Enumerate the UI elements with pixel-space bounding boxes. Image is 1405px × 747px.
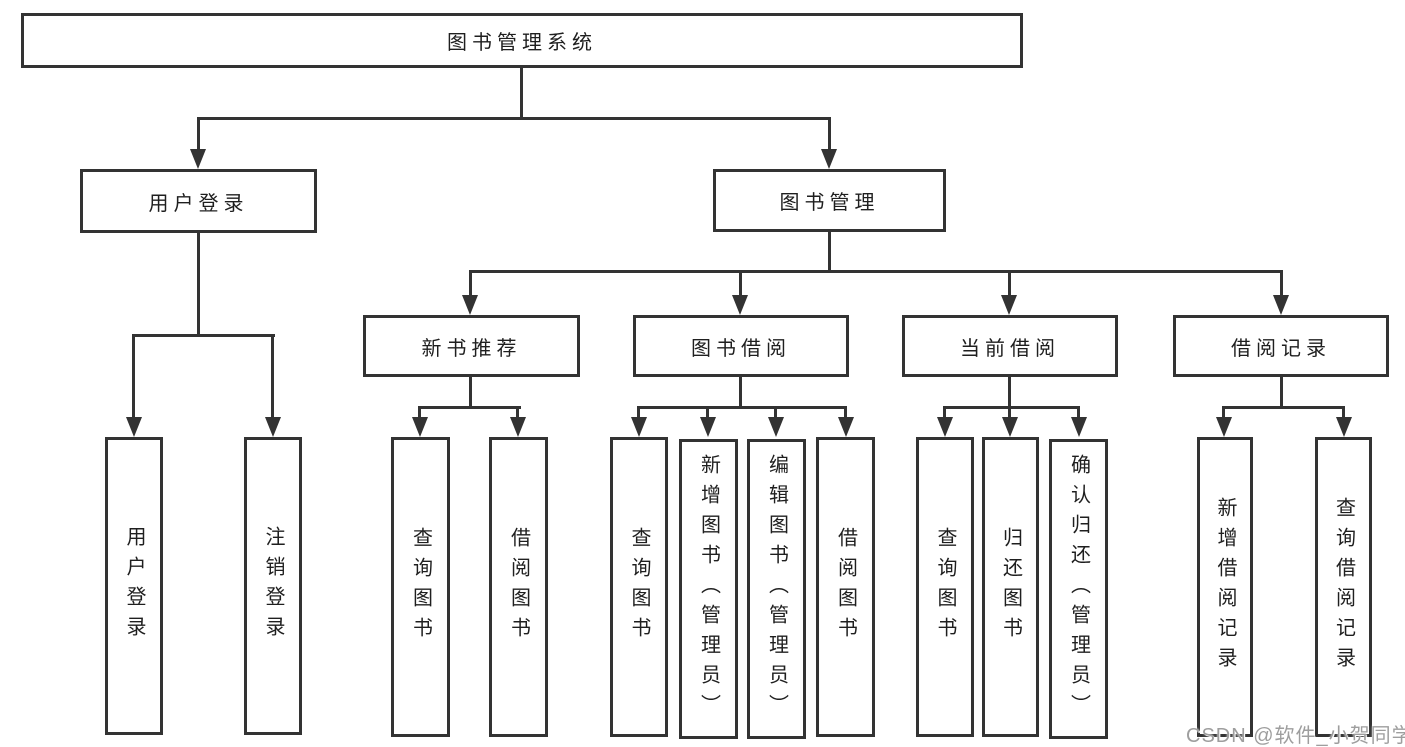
connector-stem-current-borrow [1008,270,1011,298]
node-label: 图书管理系统 [447,32,597,54]
arrowhead-e1 [1216,417,1232,437]
arrowhead-c1 [631,417,647,437]
connector-currentborrow-bar [943,406,1080,409]
arrowhead-leaf-login [126,417,142,437]
connector-stem-c3 [774,406,777,419]
connector-stem-leaf-logout [271,334,274,419]
connector-stem-c2 [706,406,709,419]
leaf-label: 借阅图书 [507,527,530,647]
leaf-label: 用户登录 [123,526,145,646]
arrowhead-book-borrow [732,295,748,315]
leaf-label: 查询借阅记录 [1332,497,1355,677]
leaf-query-books-borrow: 查询图书 [610,437,668,737]
connector-stem-user-login [197,117,200,151]
connector-stem-c4 [844,406,847,419]
connector-currentborrow-stem [1008,377,1011,408]
leaf-label: 注销登录 [262,526,284,646]
connector-stem-book-borrow [739,270,742,298]
arrowhead-new-book [462,295,478,315]
leaf-return-books: 归还图书 [982,437,1039,737]
leaf-borrow-books: 借阅图书 [816,437,875,737]
arrowhead-borrow-records [1273,295,1289,315]
connector-stem-b1 [418,406,421,419]
connector-userlogin-bar [132,334,275,337]
leaf-add-borrow-record: 新增借阅记录 [1197,437,1253,737]
connector-newbook-bar [418,406,521,409]
leaf-label: 查询图书 [409,527,432,647]
connector-root-bar [197,117,831,120]
arrowhead-c4 [838,417,854,437]
arrowhead-book-mgmt [821,149,837,169]
leaf-label: 新增借阅记录 [1214,497,1236,677]
connector-newbook-stem [469,377,472,409]
leaf-label: 查询图书 [628,527,650,647]
node-label: 用户登录 [148,192,249,215]
arrowhead-b1 [412,417,428,437]
leaf-label: 确认归还（管理员） [1067,454,1090,724]
node-label: 图书管理 [779,192,880,214]
leaf-label: 新增图书（管理员） [697,454,720,724]
arrowhead-d1 [937,417,953,437]
leaf-confirm-return-admin: 确认归还（管理员） [1049,439,1108,739]
leaf-query-borrow-record: 查询借阅记录 [1315,437,1372,737]
node-label: 借阅记录 [1231,337,1331,360]
connector-stem-e2 [1342,406,1345,419]
connector-userlogin-stem [197,233,200,337]
node-borrow-records: 借阅记录 [1173,315,1389,377]
connector-stem-book-mgmt [828,117,831,151]
leaf-label: 查询图书 [934,527,956,647]
arrowhead-d3 [1071,417,1087,437]
connector-bookmgmt-stem [828,232,831,273]
connector-bookborrow-stem [739,377,742,408]
leaf-user-login: 用户登录 [105,437,163,735]
leaf-query-books-recommend: 查询图书 [391,437,450,737]
connector-stem-d3 [1077,406,1080,419]
connector-stem-d2 [1008,406,1011,419]
connector-stem-c1 [637,406,640,419]
leaf-add-books-admin: 新增图书（管理员） [679,439,738,739]
arrowhead-user-login [190,149,206,169]
connector-bookmgmt-bar [469,270,1283,273]
connector-bookborrow-bar [637,406,847,409]
node-book-borrow: 图书借阅 [633,315,849,377]
connector-root-stem [520,68,523,118]
connector-stem-e1 [1222,406,1225,419]
arrowhead-leaf-logout [265,417,281,437]
leaf-label: 归还图书 [999,527,1022,647]
arrowhead-c2 [700,417,716,437]
leaf-query-books-current: 查询图书 [916,437,974,737]
arrowhead-e2 [1336,417,1352,437]
leaf-logout: 注销登录 [244,437,302,735]
connector-stem-new-book [469,270,472,298]
connector-stem-leaf-login [132,334,135,419]
arrowhead-b2 [510,417,526,437]
connector-stem-borrow-records [1280,270,1283,298]
arrowhead-c3 [768,417,784,437]
leaf-edit-books-admin: 编辑图书（管理员） [747,439,806,739]
leaf-label: 编辑图书（管理员） [765,454,788,724]
node-user-login: 用户登录 [80,169,317,233]
connector-borrowrecords-stem [1280,377,1283,408]
leaf-label: 借阅图书 [834,527,857,647]
node-new-book-recommend: 新书推荐 [363,315,580,377]
node-system-root: 图书管理系统 [21,13,1023,68]
arrowhead-current-borrow [1001,295,1017,315]
connector-stem-b2 [516,406,519,419]
node-book-management: 图书管理 [713,169,946,232]
node-label: 图书借阅 [691,337,791,360]
leaf-borrow-books-recommend: 借阅图书 [489,437,548,737]
connector-borrowrecords-bar [1222,406,1345,409]
csdn-watermark: CSDN @软件_小贺同学 [1186,725,1405,747]
node-label: 当前借阅 [960,337,1060,360]
node-label: 新书推荐 [421,337,522,360]
arrowhead-d2 [1002,417,1018,437]
connector-stem-d1 [943,406,946,419]
node-current-borrow: 当前借阅 [902,315,1118,377]
